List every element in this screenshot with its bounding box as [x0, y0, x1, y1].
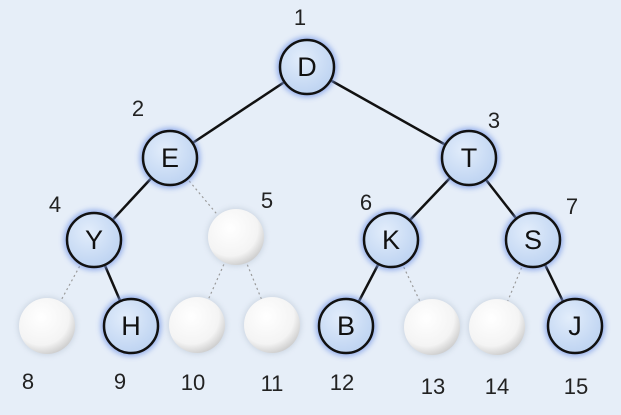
node-index-label: 12 — [330, 370, 354, 395]
tree-node: T — [439, 128, 499, 188]
node-circle — [278, 38, 336, 96]
node-circle — [469, 299, 525, 355]
tree-edges — [46, 65, 577, 328]
node-circle — [404, 299, 460, 355]
node-index-label: 3 — [488, 108, 500, 133]
tree-node: Y — [64, 210, 124, 270]
node-letter: D — [297, 52, 317, 82]
node-index-label: 6 — [360, 190, 372, 215]
node-circle — [19, 298, 75, 354]
node-letter: Y — [85, 225, 103, 255]
node-circle — [65, 211, 123, 269]
node-circle — [102, 297, 160, 355]
tree-node: B — [316, 296, 376, 356]
empty-tree-node — [468, 298, 526, 356]
node-index-label: 10 — [181, 370, 205, 395]
node-index-label: 11 — [261, 371, 284, 396]
node-index-label: 9 — [114, 369, 126, 394]
tree-edge — [306, 65, 470, 160]
node-circle — [546, 297, 604, 355]
node-circle — [317, 297, 375, 355]
node-letter: K — [382, 225, 400, 255]
node-letter: B — [337, 311, 355, 341]
tree-node: J — [545, 296, 605, 356]
node-index-label: 15 — [564, 374, 588, 399]
node-letter: S — [524, 225, 542, 255]
node-letter: E — [161, 143, 179, 173]
node-circle — [169, 297, 225, 353]
tree-node: S — [503, 210, 563, 270]
empty-tree-node — [207, 208, 265, 266]
node-letter: H — [121, 311, 141, 341]
empty-tree-node — [243, 296, 301, 354]
node-circle — [208, 209, 264, 265]
node-index-label: 2 — [132, 96, 144, 121]
tree-node: E — [140, 128, 200, 188]
node-index-label: 5 — [261, 188, 273, 213]
node-letter: J — [568, 311, 582, 341]
node-index-label: 1 — [294, 5, 306, 30]
node-circle — [504, 211, 562, 269]
node-circle — [440, 129, 498, 187]
tree-node: D — [277, 37, 337, 97]
node-letter: T — [461, 143, 478, 173]
empty-tree-node — [168, 296, 226, 354]
node-circle — [244, 297, 300, 353]
empty-tree-node — [403, 298, 461, 356]
empty-tree-node — [18, 297, 76, 355]
node-index-label: 4 — [49, 192, 61, 217]
node-index-label: 8 — [22, 369, 34, 394]
node-index-label: 13 — [421, 374, 445, 399]
tree-node: H — [101, 296, 161, 356]
node-index-label: 7 — [566, 194, 578, 219]
tree-node: K — [361, 210, 421, 270]
node-index-label: 14 — [485, 374, 509, 399]
tree-nodes: D E T Y K S H B J — [18, 37, 605, 356]
node-circle — [362, 211, 420, 269]
node-circle — [141, 129, 199, 187]
